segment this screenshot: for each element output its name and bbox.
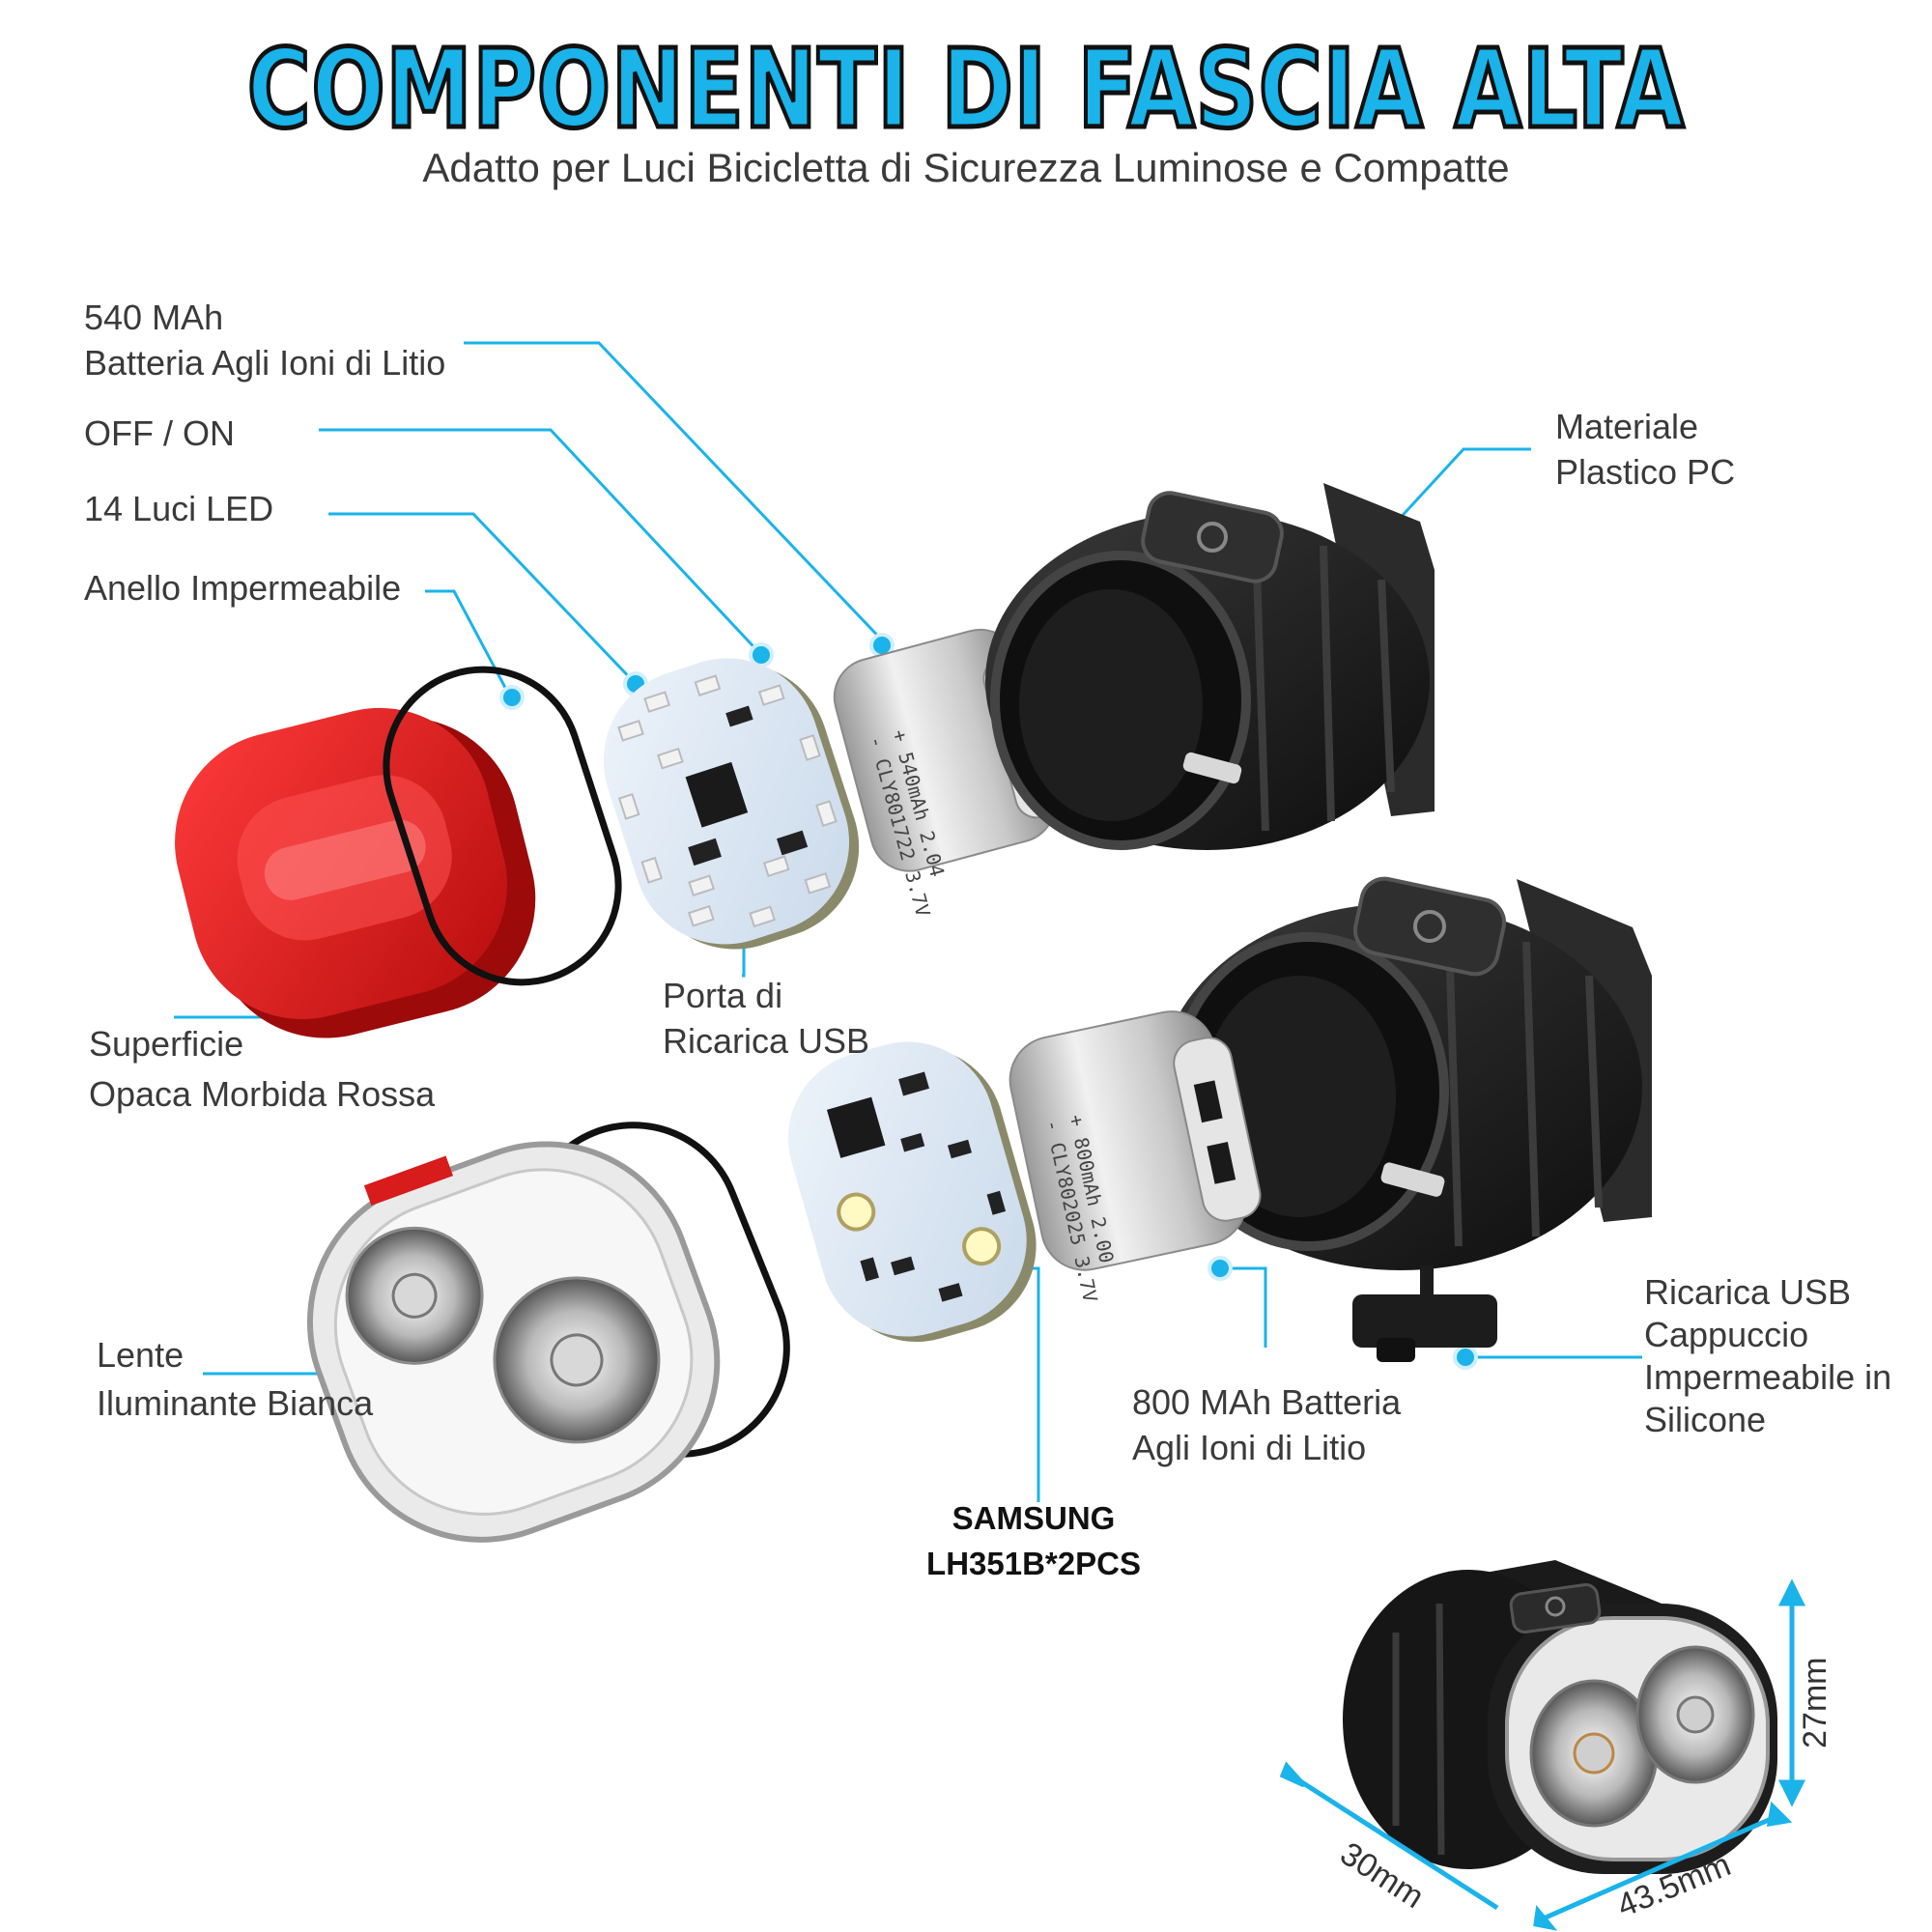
leader-offon: [319, 428, 765, 659]
usb-silicone-cap: [1352, 1294, 1497, 1348]
page-subtitle: Adatto per Luci Bicicletta di Sicurezza …: [422, 145, 1510, 190]
label-battery-800: 800 MAh Batteria Agli Ioni di Litio: [1132, 1379, 1401, 1470]
dimension-arrows: [1279, 1578, 1806, 1931]
samsung-led-2: [962, 1227, 1002, 1266]
label-battery-540-line2: Batteria Agli Ioni di Litio: [84, 343, 446, 383]
label-pc-material: Materiale Plastico PC: [1555, 404, 1735, 495]
label-usb-port-line2: Ricarica USB: [663, 1021, 870, 1061]
rear-o-ring: [383, 666, 622, 986]
label-usb-cap: Ricarica USB Cappuccio Impermeabile in S…: [1644, 1271, 1891, 1441]
label-battery-800-line2: Agli Ioni di Litio: [1132, 1428, 1367, 1467]
rear-pcb: [603, 658, 860, 950]
label-pc-material-line2: Plastico PC: [1555, 452, 1736, 492]
label-14-led: 14 Luci LED: [84, 489, 274, 528]
clear-front-lens: [306, 1141, 721, 1543]
label-pc-material-line1: Materiale: [1555, 407, 1699, 446]
leader-battery540: [464, 341, 891, 649]
dimension-height: 27mm: [1797, 1658, 1833, 1748]
front-pcb: [787, 1041, 1037, 1343]
label-usb-cap-line1: Ricarica USB: [1644, 1272, 1852, 1312]
label-usb-cap-line4: Silicone: [1644, 1400, 1767, 1439]
assembled-light: [1343, 1560, 1777, 1874]
label-white-lens: Lente Iluminante Bianca: [97, 1331, 373, 1428]
label-red-surface-line1: Superficie: [89, 1024, 244, 1064]
label-white-lens-line1: Lente: [97, 1335, 185, 1375]
leader-battery800: [1222, 1266, 1267, 1348]
leader-leds: [328, 512, 639, 688]
label-red-surface: Superficie Opaca Morbida Rossa: [89, 1019, 435, 1120]
label-usb-cap-line3: Impermeabile in: [1644, 1357, 1892, 1397]
label-battery-800-line1: 800 MAh Batteria: [1132, 1382, 1402, 1422]
label-white-lens-line2: Iluminante Bianca: [97, 1383, 374, 1423]
front-housing: [1159, 876, 1652, 1362]
leader-ring: [425, 589, 514, 701]
label-battery-540-line1: 540 MAh: [84, 298, 224, 337]
label-usb-port: Porta di Ricarica USB: [663, 973, 869, 1064]
label-samsung-line2: LH351B*2PCS: [926, 1546, 1141, 1581]
page-title: COMPONENTI DI FASCIA ALTA: [245, 25, 1686, 156]
samsung-led-1: [837, 1192, 876, 1232]
label-usb-cap-line2: Cappuccio: [1644, 1315, 1809, 1354]
red-rear-lens: [175, 707, 536, 1038]
rear-power-button: [1141, 491, 1284, 583]
rear-housing: [985, 483, 1435, 850]
label-off-on: OFF / ON: [84, 413, 235, 453]
label-battery-540: 540 MAh Batteria Agli Ioni di Litio: [84, 295, 445, 385]
front-power-button: [1352, 876, 1507, 977]
label-waterproof-ring: Anello Impermeabile: [84, 568, 402, 608]
label-samsung-line1: SAMSUNG: [952, 1500, 1116, 1536]
label-red-surface-line2: Opaca Morbida Rossa: [89, 1074, 436, 1114]
label-usb-port-line1: Porta di: [663, 976, 783, 1015]
label-samsung-led: SAMSUNG LH351B*2PCS: [908, 1495, 1159, 1586]
